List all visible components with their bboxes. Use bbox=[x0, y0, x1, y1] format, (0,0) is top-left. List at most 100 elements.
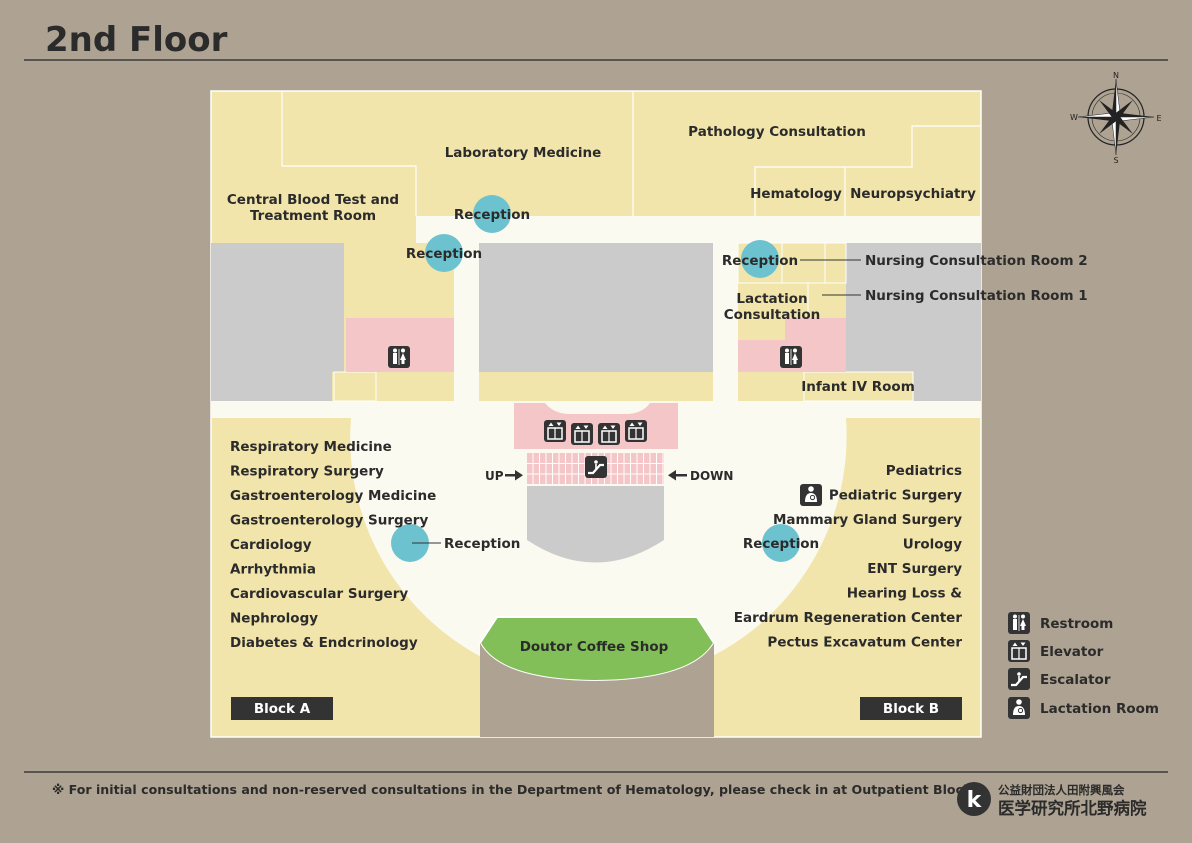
compass-diag-2 bbox=[1116, 117, 1133, 134]
compass-diag-3 bbox=[1099, 117, 1116, 134]
gray-areas bbox=[211, 243, 981, 563]
legend-elevator: Elevator bbox=[1040, 644, 1104, 660]
reception-dot-right-upper[interactable] bbox=[741, 240, 779, 278]
legend-escalator-icon bbox=[1006, 666, 1032, 692]
entrance-gap bbox=[480, 643, 714, 737]
elevator-icon bbox=[570, 422, 594, 446]
room-infant-iv: Infant IV Room bbox=[801, 379, 915, 395]
org-name-line1: 公益財団法人田附興風会 bbox=[998, 783, 1125, 797]
department-item: Pectus Excavatum Center bbox=[767, 635, 962, 651]
room-pathology-consultation: Pathology Consultation bbox=[688, 124, 866, 140]
up-arrow-shaft bbox=[505, 474, 517, 477]
lab-wall-left bbox=[281, 91, 417, 216]
coffee-shop[interactable] bbox=[478, 616, 716, 683]
legend-escalator: Escalator bbox=[1040, 672, 1111, 688]
department-item: Diabetes & Endcrinology bbox=[230, 635, 418, 651]
small-room-left bbox=[333, 371, 377, 402]
infant-iv-room bbox=[803, 371, 914, 402]
department-item: Gastroenterology Medicine bbox=[230, 488, 436, 504]
top-rooms bbox=[281, 91, 981, 216]
department-item: Respiratory Surgery bbox=[230, 464, 384, 480]
room-lactation-line1: Lactation bbox=[736, 291, 807, 307]
gray-left bbox=[211, 243, 344, 372]
department-item: Urology bbox=[903, 537, 962, 553]
reception-label-right-upper: Reception bbox=[722, 253, 798, 269]
compass-n: N bbox=[1113, 71, 1119, 80]
legend-restroom: Restroom bbox=[1040, 616, 1113, 632]
logo-letter: k bbox=[967, 788, 983, 813]
org-name-line2: 医学研究所北野病院 bbox=[998, 798, 1147, 818]
department-item: Eardrum Regeneration Center bbox=[734, 610, 963, 626]
elevator-icon bbox=[543, 419, 567, 443]
corridor-right bbox=[713, 216, 738, 418]
department-item: Pediatrics bbox=[886, 463, 962, 479]
down-arrow-icon bbox=[668, 470, 676, 481]
department-item: Gastroenterology Surgery bbox=[230, 513, 428, 529]
footer-note: ※ For initial consultations and non-rese… bbox=[52, 782, 991, 797]
block-a-badge bbox=[231, 697, 333, 720]
pathology-wall bbox=[754, 125, 981, 216]
compass-w: W bbox=[1070, 113, 1078, 122]
legend-lactation-icon bbox=[1008, 697, 1030, 719]
escalator-up-label: UP bbox=[485, 469, 504, 483]
compass-e: E bbox=[1156, 114, 1161, 123]
lactation-room-icon bbox=[800, 484, 822, 506]
department-item: Respiratory Medicine bbox=[230, 439, 392, 455]
reception-dot-top[interactable] bbox=[473, 195, 511, 233]
legend-lactation: Lactation Room bbox=[1040, 701, 1159, 717]
restroom-right bbox=[738, 318, 846, 372]
legend: Restroom Elevator Escalator Lactation Ro… bbox=[1006, 612, 1159, 719]
compass-diag-4 bbox=[1099, 100, 1116, 117]
department-item: ENT Surgery bbox=[867, 561, 962, 577]
compass-diagonals bbox=[1099, 100, 1133, 134]
department-item: Arrhythmia bbox=[230, 562, 316, 578]
hospital-logo: k 公益財団法人田附興風会 医学研究所北野病院 bbox=[957, 782, 1147, 818]
department-item: Hearing Loss & bbox=[847, 586, 962, 602]
leader-lines bbox=[412, 259, 861, 544]
department-item: Mammary Gland Surgery bbox=[773, 512, 962, 528]
gray-right bbox=[846, 243, 981, 372]
reception-label-left-upper: Reception bbox=[406, 246, 482, 262]
gray-left-bottom bbox=[211, 372, 332, 401]
reception-dot-block-a[interactable] bbox=[391, 524, 429, 562]
department-item: Cardiovascular Surgery bbox=[230, 586, 408, 602]
gray-center bbox=[479, 243, 713, 372]
up-arrow-icon bbox=[515, 470, 523, 481]
legend-elevator-icon bbox=[1007, 639, 1031, 663]
legend-restroom-icon bbox=[1008, 612, 1030, 634]
restroom-icon bbox=[780, 346, 802, 368]
gray-right-bottom bbox=[913, 372, 981, 401]
room-central-blood-line2: Treatment Room bbox=[250, 208, 376, 224]
down-arrow-shaft bbox=[675, 474, 687, 477]
reception-points bbox=[391, 195, 800, 562]
room-hematology: Hematology bbox=[750, 186, 842, 202]
building bbox=[210, 90, 982, 738]
room-nursing-1: Nursing Consultation Room 1 bbox=[865, 288, 1088, 304]
reception-label-block-a: Reception bbox=[444, 536, 520, 552]
elevator-icon bbox=[597, 422, 621, 446]
escalator-down-label: DOWN bbox=[690, 469, 733, 483]
room-neuropsychiatry: Neuropsychiatry bbox=[850, 186, 976, 202]
block-b-badge bbox=[860, 697, 962, 720]
compass-rose: N E S W bbox=[1070, 71, 1161, 165]
reception-dot-left-upper[interactable] bbox=[425, 234, 463, 272]
reception-labels: Reception Reception Reception Reception … bbox=[406, 207, 819, 552]
department-item: Nephrology bbox=[230, 611, 318, 627]
room-nursing-2: Nursing Consultation Room 2 bbox=[865, 253, 1088, 269]
room-laboratory-medicine: Laboratory Medicine bbox=[445, 145, 602, 161]
room-labels: Laboratory Medicine Pathology Consultati… bbox=[227, 124, 1088, 655]
corridor-horizontal bbox=[211, 401, 981, 418]
escalator-arrows bbox=[505, 470, 687, 481]
reception-dot-block-b[interactable] bbox=[762, 524, 800, 562]
escalator-icon bbox=[583, 454, 609, 480]
block-b-label: Block B bbox=[883, 701, 939, 717]
block-a-label: Block A bbox=[254, 701, 311, 717]
restroom-icon bbox=[388, 346, 410, 368]
elevator-icon bbox=[624, 419, 648, 443]
corridor-top bbox=[416, 216, 981, 243]
compass-diag-1 bbox=[1116, 100, 1133, 117]
reception-label-block-b: Reception bbox=[743, 536, 819, 552]
